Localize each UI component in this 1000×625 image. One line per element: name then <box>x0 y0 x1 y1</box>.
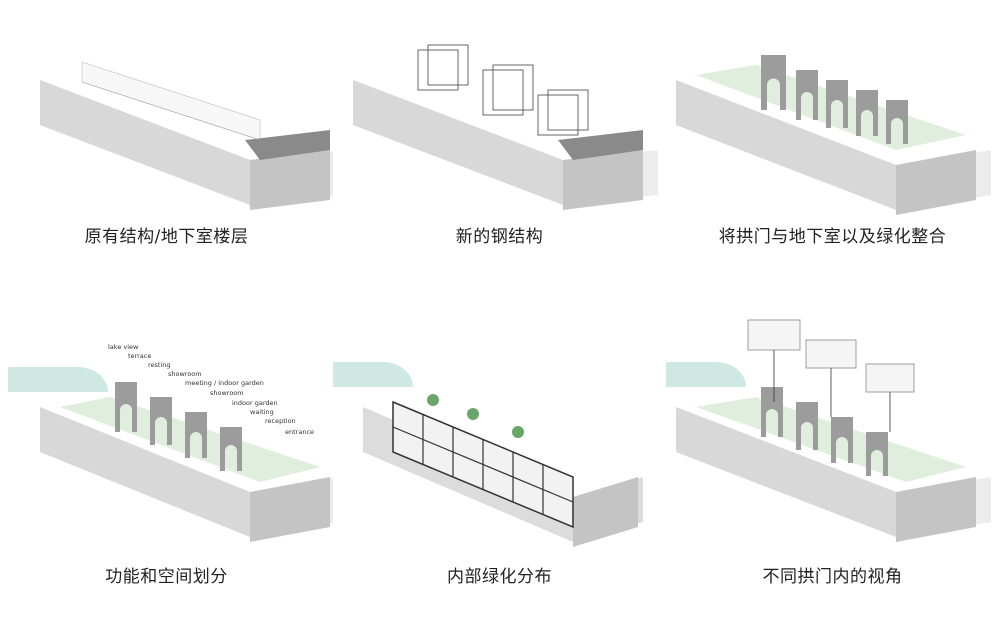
label-entrance: entrance <box>285 428 314 436</box>
program-labels: lake view terrace resting showroom meeti… <box>108 343 314 436</box>
label-indoor-garden: indoor garden <box>232 399 278 407</box>
lake <box>666 362 746 387</box>
lake <box>333 362 413 387</box>
slab-front <box>353 80 563 205</box>
arch-integration-diagram <box>676 55 991 215</box>
arches <box>115 382 242 471</box>
label-resting: resting <box>148 361 171 369</box>
label-terrace: terrace <box>128 352 151 360</box>
panel-caption: 将拱门与地下室以及绿化整合 <box>718 227 947 247</box>
interior-greenery-diagram <box>333 362 643 547</box>
existing-structure-diagram <box>40 61 333 210</box>
slab-front <box>676 80 896 210</box>
slab-side <box>896 150 976 215</box>
dark-basement <box>558 130 643 160</box>
dark-basement <box>245 130 330 160</box>
lake <box>8 367 108 392</box>
label-showroom: showroom <box>168 370 202 378</box>
panel-interior-greenery: 内部绿化分布 <box>333 312 666 624</box>
label-lake-view: lake view <box>108 343 139 351</box>
view-thumbnails <box>747 319 915 432</box>
panel-existing-structure: 原有结构/地下室楼层 <box>0 0 333 312</box>
slab-front <box>676 407 896 537</box>
panel-arch-integration: 将拱门与地下室以及绿化整合 <box>666 0 999 312</box>
steel-structure-diagram <box>353 44 658 210</box>
panel-function-zoning: lake view terrace resting showroom meeti… <box>0 312 333 624</box>
label-showroom-2: showroom <box>210 389 244 397</box>
panel-caption: 新的钢结构 <box>455 227 544 247</box>
arch-views-diagram <box>666 319 991 542</box>
panel-caption: 原有结构/地下室楼层 <box>84 227 249 247</box>
grid-lines <box>392 414 574 514</box>
slab-side <box>573 477 638 547</box>
slab-side <box>896 477 976 542</box>
label-waiting: waiting <box>250 408 274 416</box>
steel-frames <box>417 44 589 136</box>
slab-side <box>563 150 643 210</box>
panel-new-steel-structure: 新的钢结构 <box>333 0 666 312</box>
function-zoning-diagram: lake view terrace resting showroom meeti… <box>8 343 333 542</box>
arches <box>761 55 908 144</box>
panel-caption: 功能和空间划分 <box>105 567 228 587</box>
slab-side <box>250 477 330 542</box>
panel-arch-views: 不同拱门内的视角 <box>666 312 999 624</box>
slab-front <box>40 407 250 537</box>
slab-side <box>250 150 330 210</box>
label-reception: reception <box>265 417 296 425</box>
panel-caption: 不同拱门内的视角 <box>762 567 903 587</box>
trees <box>427 394 524 438</box>
panel-caption: 内部绿化分布 <box>447 567 552 587</box>
slab-front <box>40 80 250 205</box>
label-meeting: meeting / indoor garden <box>185 379 264 387</box>
arches <box>761 387 888 476</box>
